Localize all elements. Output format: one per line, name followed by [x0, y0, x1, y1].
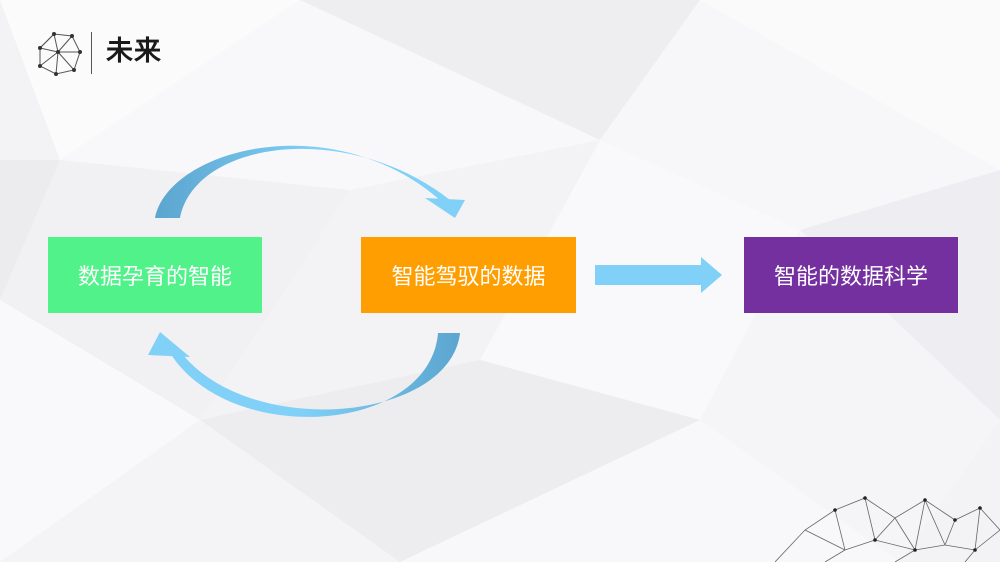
cycle-arrow-top [155, 146, 465, 218]
node-label: 数据孕育的智能 [78, 259, 232, 291]
node-label: 智能的数据科学 [774, 259, 928, 291]
forward-arrow [595, 257, 722, 293]
node-intelligent-data-science: 智能的数据科学 [744, 237, 958, 313]
node-label: 智能驾驭的数据 [391, 259, 545, 291]
cycle-arrow-bottom [148, 332, 460, 417]
polygon-network-decoration [775, 490, 1000, 562]
node-data-nurtured-intelligence: 数据孕育的智能 [48, 237, 262, 313]
node-intelligence-driven-data: 智能驾驭的数据 [361, 237, 576, 313]
